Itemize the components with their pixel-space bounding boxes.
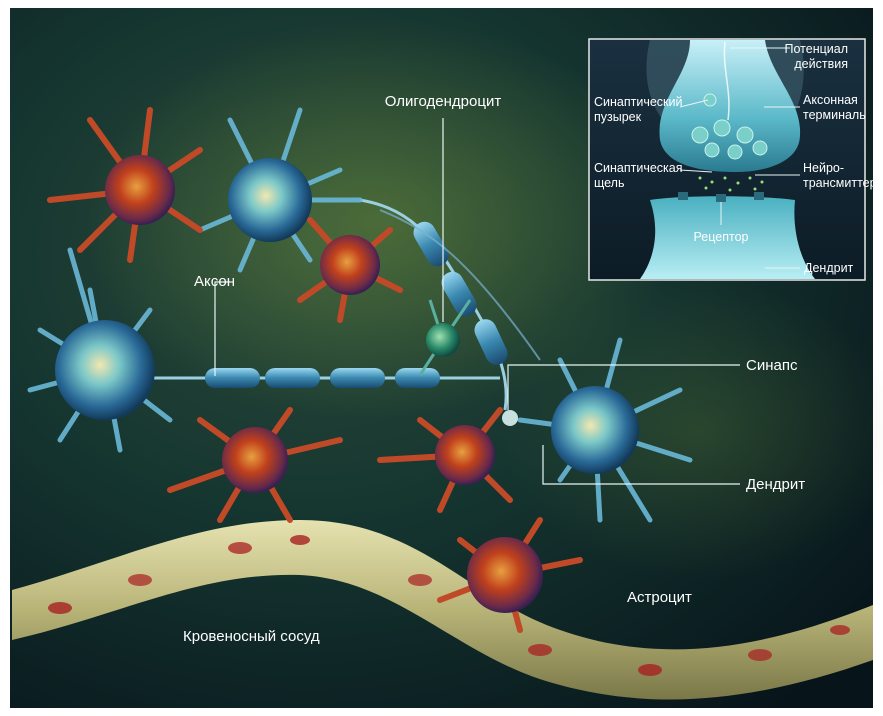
inset-label-axon-terminal: Аксоннаятерминаль bbox=[803, 93, 866, 122]
synapse-inset: Потенциалдействия Синаптическийпузырек А… bbox=[589, 39, 877, 280]
inset-label-action-potential: Потенциалдействия bbox=[785, 42, 849, 71]
label-dendrite: Дендрит bbox=[746, 476, 805, 493]
label-synapse: Синапс bbox=[746, 357, 798, 374]
label-blood-vessel: Кровеносный сосуд bbox=[183, 628, 320, 645]
label-astrocyte: Астроцит bbox=[627, 589, 692, 606]
label-oligodendrocyte: Олигодендроцит bbox=[385, 93, 502, 110]
label-axon: Аксон bbox=[194, 273, 235, 290]
inset-label-receptor: Рецептор bbox=[694, 230, 749, 244]
inset-label-dendrite: Дендрит bbox=[804, 261, 854, 275]
synapse-point bbox=[502, 410, 518, 426]
